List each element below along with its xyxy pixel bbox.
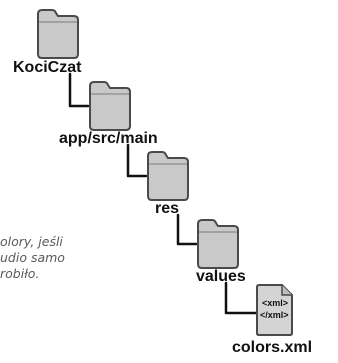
folder-label-values: values bbox=[196, 268, 246, 285]
folder-icon bbox=[147, 151, 189, 201]
folder-icon bbox=[197, 219, 239, 269]
annotation-line: udio samo bbox=[0, 250, 65, 265]
xml-open-tag: <xml> bbox=[262, 298, 289, 308]
folder-label-app-src-main: app/src/main bbox=[59, 130, 158, 147]
annotation-line: olory, jeśli bbox=[0, 234, 63, 249]
folder-icon bbox=[89, 81, 131, 131]
xml-file-icon bbox=[256, 284, 293, 336]
annotation-line: robiło. bbox=[0, 266, 40, 281]
folder-label-kociczat: KociCzat bbox=[13, 59, 82, 76]
connector-main-res bbox=[126, 143, 148, 178]
folder-icon bbox=[37, 9, 79, 59]
connector-res-values bbox=[176, 213, 198, 246]
xml-close-tag: </xml> bbox=[260, 310, 289, 320]
connector-root-main bbox=[68, 72, 90, 108]
file-label-colors-xml: colors.xml bbox=[232, 339, 313, 356]
folder-label-res: res bbox=[155, 200, 180, 217]
connector-values-colors bbox=[224, 281, 258, 315]
